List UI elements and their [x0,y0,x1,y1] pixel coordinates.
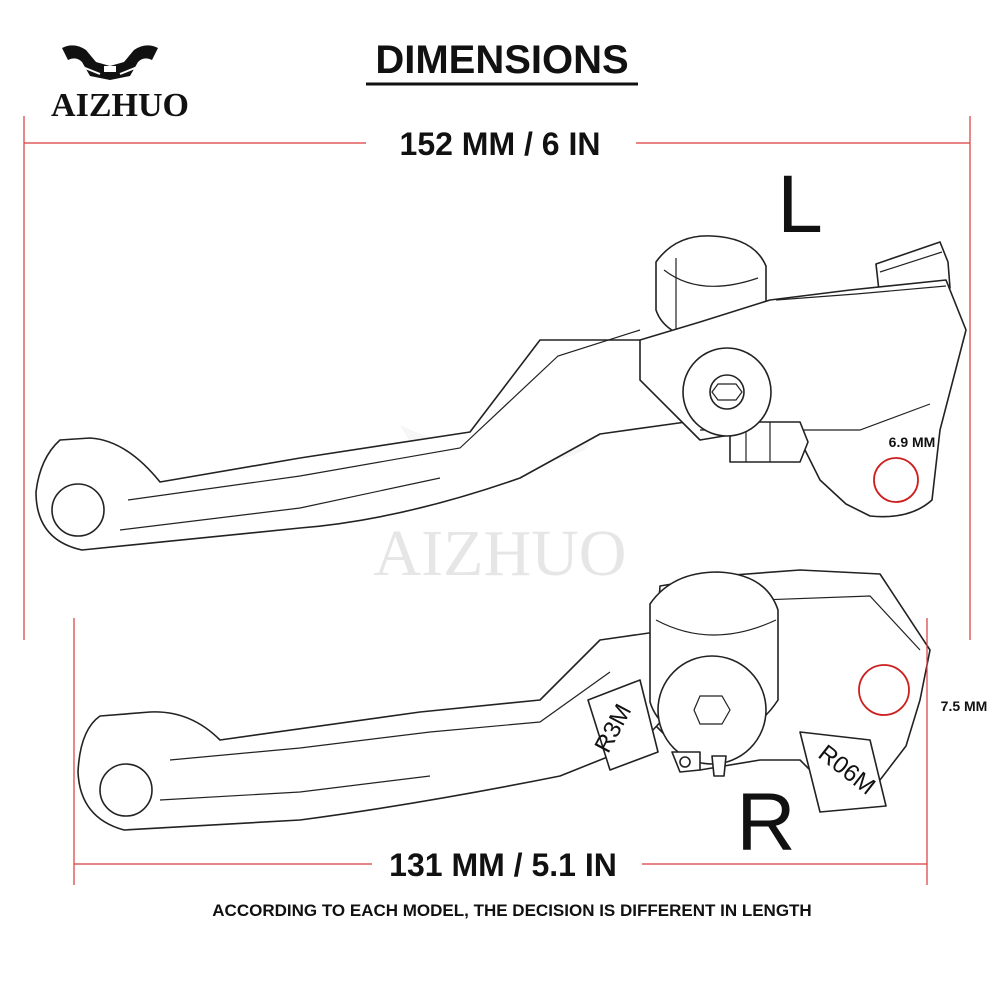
page-title: DIMENSIONS [375,38,628,82]
left-hole-diameter-label: 6.9 MM [889,434,936,450]
right-lever-drawing [77,569,931,831]
right-hole-diameter-label: 7.5 MM [941,698,988,714]
top-dimension-line [23,116,971,640]
right-hole-ring [858,664,910,716]
top-length-label: 152 MM / 6 IN [400,126,601,162]
left-side-label: L [777,159,823,250]
watermark-text: AIZHUO [374,517,627,590]
right-side-label: R [736,777,795,868]
brand-name: AIZHUO [51,87,189,124]
left-lever-drawing [35,235,967,551]
bottom-dimension-line [73,618,928,885]
footer-note: ACCORDING TO EACH MODEL, THE DECISION IS… [212,901,811,920]
brand-logo-icon [62,45,158,80]
left-hole-ring [873,457,919,503]
bottom-length-label: 131 MM / 5.1 IN [389,847,617,883]
